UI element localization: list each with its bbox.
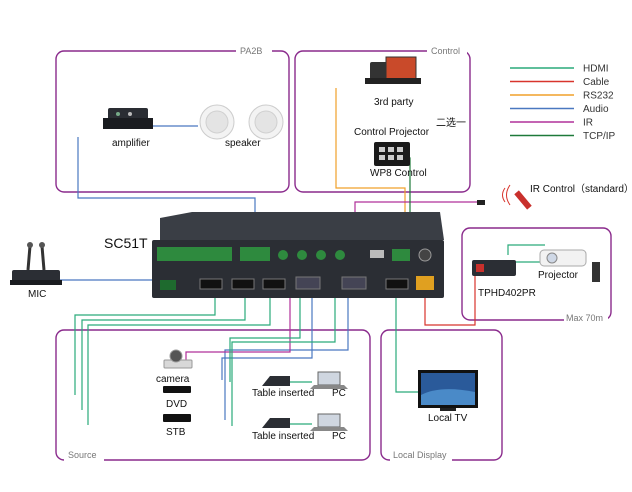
hdmi-line-pc2 <box>231 292 336 426</box>
amplifier-label: amplifier <box>112 138 150 149</box>
hdmi-line-stb <box>87 292 271 425</box>
camera-device: camera <box>156 349 193 385</box>
control-group-label: Control <box>431 46 460 56</box>
main-unit-label: SC51T <box>104 235 148 251</box>
legend-label-3: Audio <box>583 104 609 115</box>
pa2b-group-label: PA2B <box>240 46 262 56</box>
hdmi-line-tv <box>395 292 418 393</box>
legend-label-0: HDMI <box>583 64 609 75</box>
dvd-device: DVD <box>163 386 191 410</box>
dvd-label: DVD <box>166 399 187 410</box>
legend-label-4: IR <box>583 118 593 129</box>
hdmi-line-camera <box>74 292 216 395</box>
local-tv-device: Local TV <box>418 370 478 424</box>
legend-label-1: Cable <box>583 77 610 88</box>
third-party-device: 3rd party <box>365 56 421 108</box>
camera-label: camera <box>156 374 190 385</box>
control-projector-label: Control Projector <box>354 127 430 138</box>
ir-control-label: IR Control（standard） <box>530 183 632 195</box>
control-group: Control <box>294 45 471 193</box>
local-display-group: Local Display <box>380 329 503 461</box>
pc-1-label: PC <box>332 388 346 399</box>
tphd-device: TPHD402PR <box>472 260 536 299</box>
table-inserted-2-device: Table inserted <box>252 418 314 442</box>
table-inserted-1-device: Table inserted <box>252 376 314 399</box>
hdmi-line-projector-2 <box>507 244 545 255</box>
local-display-group-label: Local Display <box>393 450 447 460</box>
speaker-device: speaker <box>199 104 284 149</box>
main-unit-device: SC51T <box>104 212 444 298</box>
wp8-label: WP8 Control <box>370 168 427 179</box>
cable-line <box>424 272 476 326</box>
max-distance-group: Max 70m <box>461 227 612 324</box>
stb-label: STB <box>166 427 186 438</box>
source-group-label: Source <box>68 450 97 460</box>
third-party-label: 3rd party <box>374 97 413 108</box>
legend-label-2: RS232 <box>583 91 614 102</box>
max-distance-label: Max 70m <box>566 313 603 323</box>
stb-device: STB <box>163 414 191 438</box>
tphd-label: TPHD402PR <box>478 288 536 299</box>
speaker-label: speaker <box>225 138 261 149</box>
pc-2-label: PC <box>332 431 346 442</box>
legend-label-5: TCP/IP <box>583 131 616 142</box>
local-tv-label: Local TV <box>428 413 468 424</box>
table-inserted-2-label: Table inserted <box>252 431 314 442</box>
pc-1-device: PC <box>310 371 348 399</box>
pc-2-device: PC <box>310 413 348 442</box>
audio-line-pc2 <box>224 285 349 420</box>
mic-device: MIC <box>10 242 62 300</box>
mic-label: MIC <box>28 289 46 300</box>
wp8-device: WP8 Control <box>370 142 427 179</box>
audio-line-pc1 <box>221 285 313 380</box>
pa2b-group: PA2B <box>55 45 290 193</box>
ir-control-device: IR Control（standard） <box>477 183 632 210</box>
table-inserted-1-label: Table inserted <box>252 388 314 399</box>
projector-label: Projector <box>538 270 579 281</box>
source-group: Source <box>55 329 371 461</box>
choose-one-label: 二选一 <box>436 116 466 129</box>
hdmi-line-dvd <box>81 292 246 410</box>
projector-device: Projector <box>538 249 600 282</box>
hdmi-line-pc1 <box>229 292 301 382</box>
amplifier-device: amplifier <box>103 108 153 149</box>
